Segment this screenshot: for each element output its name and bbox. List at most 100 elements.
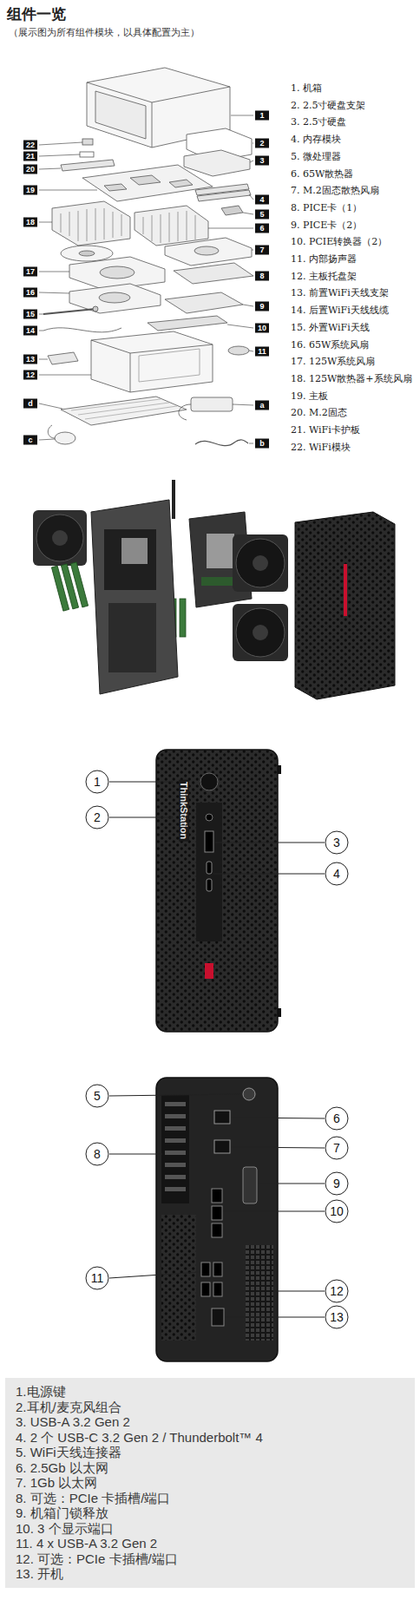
fan-65w	[69, 283, 161, 314]
brand-text: ThinkStation	[178, 780, 190, 842]
callout-number: 4	[325, 862, 349, 886]
callout-number: 9	[255, 301, 270, 312]
m2-ssd	[60, 159, 115, 171]
antenna-bracket	[47, 352, 79, 365]
front-view	[196, 802, 223, 942]
front-view	[156, 749, 278, 1032]
spec-line: 1.电源键	[15, 1384, 405, 1400]
heatsink-125w	[52, 201, 131, 246]
callout-number: 1	[255, 111, 270, 121]
heatsink-65w	[143, 210, 196, 243]
cpu	[221, 205, 243, 216]
spec-line: 8. 可选：PCIe 卡插槽/端口	[15, 1490, 405, 1507]
callout-number: 7	[255, 245, 270, 256]
callout-number: 12	[23, 370, 38, 381]
chassis-frame	[91, 499, 178, 695]
leader-dot	[170, 780, 174, 784]
front-view	[204, 831, 214, 853]
keyboard	[60, 396, 187, 426]
callout-number: 8	[85, 1142, 110, 1167]
rear-view	[164, 1114, 186, 1119]
heatsink-125w	[60, 208, 122, 242]
heatsink-65w	[134, 205, 209, 246]
heatsink-125w	[60, 245, 113, 262]
callout-number: 6	[325, 1107, 349, 1131]
memory	[196, 190, 251, 202]
speaker	[228, 346, 250, 355]
fan-125w	[69, 256, 165, 290]
fan-125w	[69, 256, 165, 290]
callout-number: 12	[325, 1279, 349, 1304]
rear-view	[211, 1206, 223, 1221]
rear-view	[161, 1095, 190, 1204]
callout-number: c	[23, 435, 38, 446]
spec-line: 2.耳机/麦克风组合	[15, 1399, 405, 1416]
pcie-card-1	[173, 262, 254, 284]
callout-number: 3	[325, 831, 349, 855]
spec-line: 13. 开机	[15, 1566, 405, 1582]
m2-fan	[164, 237, 252, 266]
tray	[91, 331, 213, 393]
spec-line: 5. WiFi天线连接器	[15, 1444, 405, 1461]
spec-line: 4. 2 个 USB-C 3.2 Gen 2 / Thunderbolt™ 4	[15, 1430, 405, 1446]
callout-number: 19	[23, 185, 38, 196]
callout-number: 2	[85, 806, 110, 830]
front-view	[204, 963, 214, 979]
chassis-frame	[91, 499, 178, 695]
callout-number: 10	[325, 1200, 349, 1224]
system-fan	[252, 555, 269, 571]
spec-panel: 1.电源键2.耳机/麦克风组合3. USB-A 3.2 Gen 24. 2 个 …	[5, 1378, 415, 1589]
part-name: 5. 微处理器	[290, 150, 342, 164]
m2-fan	[164, 237, 252, 266]
rear-view	[242, 1088, 256, 1101]
power-adapter	[178, 404, 191, 420]
m2-fan	[194, 246, 219, 256]
antenna	[43, 306, 99, 315]
antenna	[43, 308, 96, 315]
antenna-cable	[43, 328, 122, 333]
front-view	[205, 813, 213, 821]
rear-view	[156, 1077, 278, 1362]
keyboard	[60, 396, 187, 426]
wifi-shield	[79, 151, 94, 158]
heatsink-125w	[52, 201, 131, 262]
callout-number: b	[255, 439, 270, 449]
callout-number: 10	[255, 323, 270, 334]
system-fan	[252, 624, 269, 641]
exploded-view	[43, 67, 254, 447]
callout-number: 3	[255, 156, 270, 166]
part-name: 11. 内部扬声器	[290, 253, 357, 266]
front-view	[277, 765, 282, 775]
part-name: 18. 125W散热器+系统风扇	[290, 373, 413, 386]
exploded-photo	[32, 479, 395, 700]
callout-number: 7	[325, 1136, 349, 1161]
part-name: 8. PICE卡（1）	[290, 202, 362, 215]
fan-65w	[69, 283, 161, 314]
spec-line: 3. USB-A 3.2 Gen 2	[15, 1414, 405, 1431]
mouse	[54, 432, 76, 445]
leader-line	[109, 1094, 325, 1318]
exploded-photo	[171, 479, 176, 519]
chassis-frame	[121, 538, 148, 565]
part-name: 7. M.2固态散热风扇	[290, 184, 380, 197]
part-name: 14. 后置WiFi天线线缆	[290, 304, 389, 317]
part-name: 22. WiFi模块	[290, 441, 351, 454]
motherboard	[104, 175, 193, 191]
part-name: 20. M.2固态	[290, 406, 348, 420]
part-name: 19. 主板	[290, 390, 329, 403]
spec-line: 6. 2.5Gb 以太网	[15, 1460, 405, 1477]
leader-line	[39, 115, 254, 444]
callout-number: 18	[23, 217, 38, 228]
keyboard	[71, 399, 178, 420]
callout-number: 20	[23, 164, 38, 175]
pcie-riser	[147, 315, 228, 331]
part-name: 12. 主板托盘架	[290, 270, 357, 283]
fan-125w	[99, 266, 135, 279]
subtitle: （展示图为所有组件模块，以具体配置为主）	[8, 26, 200, 40]
rear-view	[164, 1126, 186, 1131]
leader-line	[109, 781, 325, 874]
rear-view	[156, 1077, 278, 1362]
callout-number: 4	[255, 195, 270, 205]
front-view	[206, 861, 212, 874]
front-view	[200, 773, 218, 791]
